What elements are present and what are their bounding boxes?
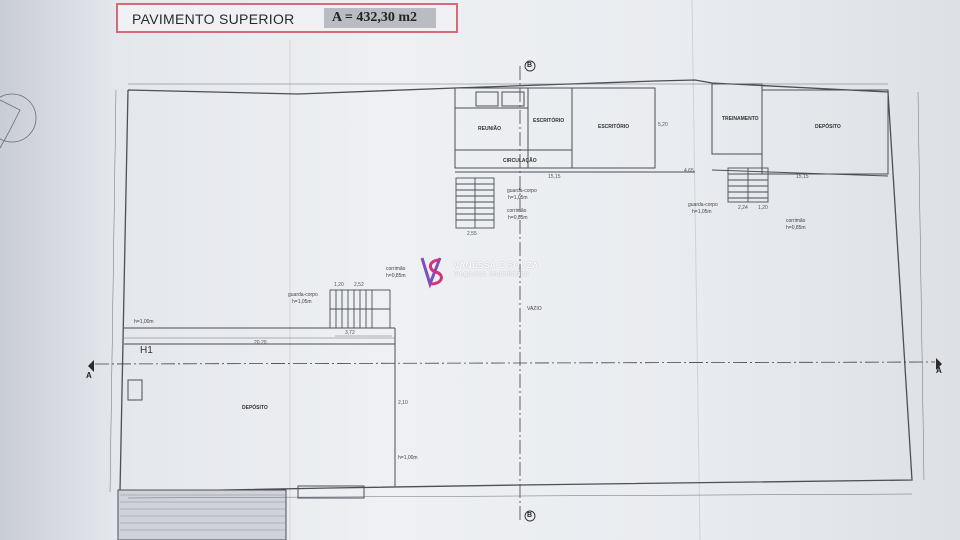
room-vazio: VAZIO [527,306,542,312]
label-guarda-corpo-3: guarda-corpo [688,202,718,208]
label-h-left: h=1,00m [134,319,154,325]
section-marker-a-right [936,358,942,370]
top-rooms-block [454,83,889,177]
room-circulacao: CIRCULAÇÃO [503,158,537,164]
title-label: PAVIMENTO SUPERIOR [132,11,295,27]
room-escritorio-2: ESCRITÓRIO [598,124,630,130]
label-guarda-corpo-3-h: h=1,05m [692,209,712,215]
dim-10: 4,65 [684,168,694,174]
section-marker-b-top [524,60,536,72]
label-corrimao-3: corrimão [786,218,806,224]
stair-top-left [455,177,495,229]
dim-8: 2,24 [738,205,748,211]
title-box: PAVIMENTO SUPERIOR A = 432,30 m2 [116,3,458,33]
room-deposito-top: DEPÓSITO [815,124,841,130]
stair-top-right [727,167,769,203]
dim-2: 15,15 [796,174,809,180]
label-h-bottom: h=1,00m [398,455,418,461]
dim-4: 3,72 [345,330,355,336]
watermark-logo-icon [420,257,443,289]
label-h1: H1 [140,345,153,356]
section-a-left-label: A [86,371,92,380]
room-treinamento: TREINAMENTO [722,116,759,122]
building-outline [119,79,913,493]
section-marker-a-left [88,360,94,372]
watermark-subtitle: Negócios Imobiliários [454,271,529,278]
label-guarda-corpo-2: guarda-corpo [288,292,318,298]
dim-12: 2,10 [398,400,408,406]
label-corrimao-1: corrimão [507,208,527,214]
label-guarda-corpo-1-h: h=1,05m [508,195,528,201]
room-reuniao: REUNIÃO [478,126,502,132]
area-value: A = 432,30 m2 [332,10,417,25]
label-guarda-corpo-2-h: h=1,05m [292,299,312,305]
dimension-lines [109,83,925,499]
lower-deposit-area [117,327,396,540]
dim-1: 15,15 [548,174,561,180]
dim-6: 1,20 [334,282,344,288]
label-corrimao-2: corrimão [386,266,406,272]
dim-11: 5,20 [658,122,668,128]
north-symbol [0,93,37,149]
dim-5: 2,55 [467,231,477,237]
section-marker-b-bottom [524,510,536,522]
label-corrimao-2-h: h=0,85m [386,273,406,279]
label-guarda-corpo-1: guarda-corpo [507,188,537,194]
section-b-top-label: B [527,62,533,69]
section-b-bottom-label: B [527,512,533,519]
section-a-right-label: A [936,366,942,375]
label-corrimao-3-h: h=0,85m [786,225,806,231]
section-line-a [94,361,936,365]
room-escritorio-1: ESCRITÓRIO [533,118,565,124]
label-corrimao-1-h: h=0,85m [508,215,528,221]
dim-3: 20,20 [254,340,267,346]
room-deposito-bottom: DEPÓSITO [242,405,268,411]
area-box: A = 432,30 m2 [324,8,436,28]
watermark-name: VANESSA E SOUZA [454,261,539,270]
hatch-bottom [120,494,285,531]
dim-9: 1,20 [758,205,768,211]
stair-middle [329,289,391,329]
dim-7: 2,52 [354,282,364,288]
